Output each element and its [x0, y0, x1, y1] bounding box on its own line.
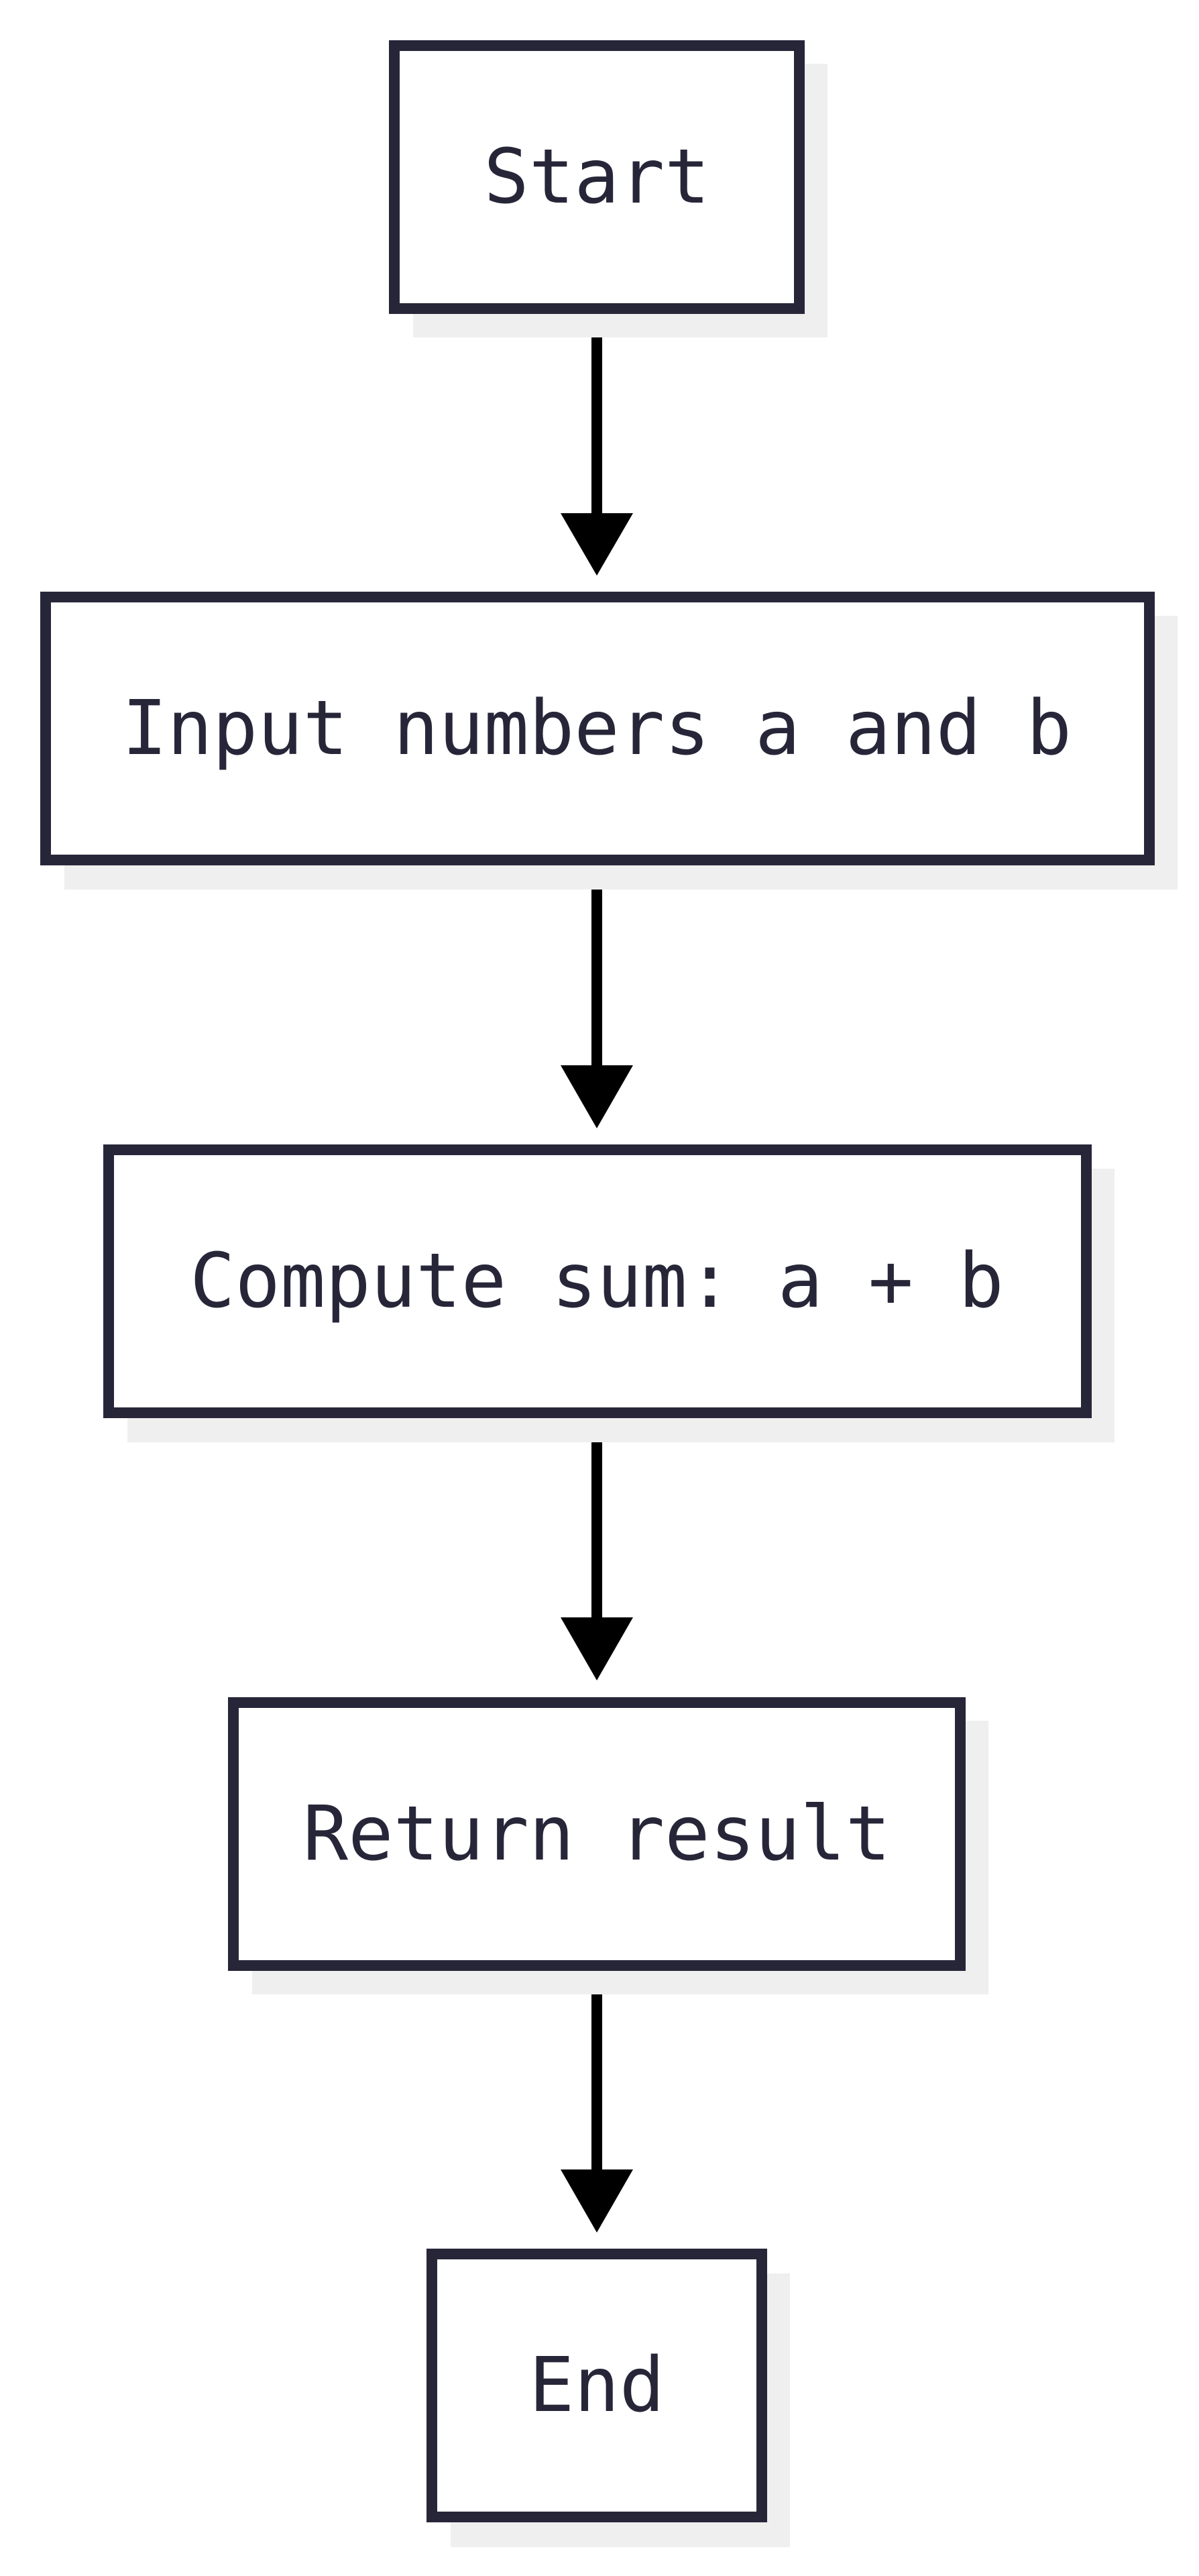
- node-start[interactable]: Start: [389, 40, 827, 337]
- node-box: [228, 1697, 966, 1971]
- edge-compute-to-return: [561, 1413, 633, 1680]
- node-compute[interactable]: Compute sum: a + b: [103, 1144, 1115, 1442]
- node-end[interactable]: End: [426, 2249, 790, 2547]
- node-return[interactable]: Return result: [228, 1697, 988, 1994]
- edge-start-to-input: [561, 309, 633, 576]
- node-box: [426, 2249, 767, 2522]
- arrowhead-icon: [561, 513, 633, 576]
- arrowhead-icon: [561, 1617, 633, 1680]
- node-box: [103, 1144, 1092, 1418]
- arrowhead-icon: [561, 1065, 633, 1128]
- node-label: Compute sum: a + b: [190, 1238, 1004, 1325]
- edges-layer: [561, 309, 633, 2233]
- node-label: Return result: [303, 1790, 891, 1878]
- node-label: Input numbers a and b: [122, 685, 1072, 772]
- nodes-layer: Start Input numbers a and b Compute sum:…: [40, 40, 1178, 2547]
- node-label: Start: [483, 133, 709, 221]
- node-input[interactable]: Input numbers a and b: [40, 592, 1178, 890]
- node-label: End: [529, 2342, 665, 2429]
- arrowhead-icon: [561, 2169, 633, 2233]
- node-box: [389, 40, 805, 314]
- edge-input-to-compute: [561, 860, 633, 1128]
- node-box: [40, 592, 1155, 865]
- edge-return-to-end: [561, 1966, 633, 2233]
